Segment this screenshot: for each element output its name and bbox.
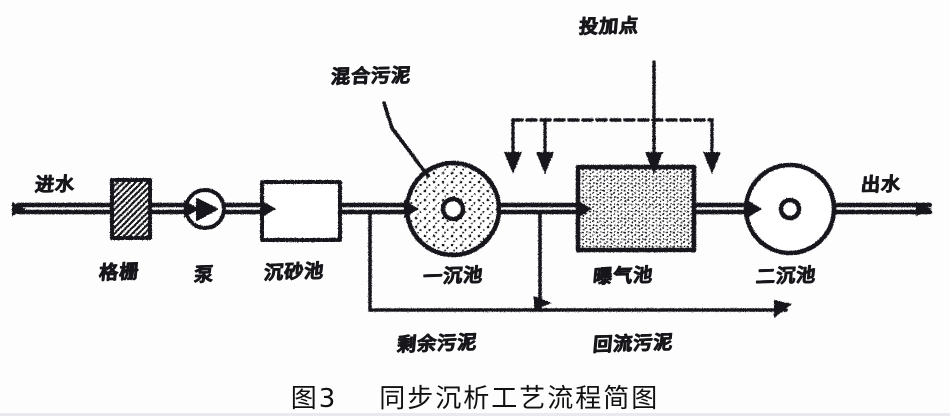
- excess-sludge-line: [368, 211, 542, 312]
- flow-arrow-pump-in: [184, 200, 199, 218]
- label-screen: 格栅: [98, 260, 141, 285]
- label-mixed-sludge: 混合污泥: [330, 64, 413, 89]
- label-return-sludge: 回流污泥: [592, 331, 675, 357]
- grit-to-primary-pipe: [337, 202, 408, 215]
- aeration-tank-unit: [575, 164, 697, 253]
- return-sludge-line: [538, 211, 788, 312]
- primary-to-aeration-pipe: [496, 202, 581, 215]
- flow-arrow-secondary-in: [747, 200, 762, 218]
- label-primary-clarifier: 一沉池: [422, 263, 485, 289]
- flow-arrow-grit-in: [261, 200, 276, 218]
- excess-sludge-arrow: [534, 296, 552, 310]
- label-pump: 泵: [193, 263, 216, 287]
- dosing-arrow-2: [536, 152, 554, 174]
- dosing-arrow-3: [645, 152, 663, 174]
- grit-chamber-unit: [260, 180, 342, 242]
- mixed-sludge-line: [382, 101, 430, 178]
- dosing-arrow-4: [703, 152, 721, 174]
- label-excess-sludge: 剩余污泥: [396, 331, 479, 357]
- dosing-arrow-1: [504, 152, 522, 174]
- label-dosing-point: 投加点: [578, 14, 641, 39]
- return-sludge-arrow: [774, 300, 792, 318]
- primary-clarifier-unit: [404, 160, 502, 258]
- dosing-manifold: [511, 60, 714, 158]
- secondary-clarifier-unit: [743, 162, 837, 256]
- flow-arrow-primary-in: [404, 200, 419, 218]
- figure-caption-text: 同步沉析工艺流程简图: [379, 384, 660, 414]
- figure-caption: 图3 同步沉析工艺流程简图: [0, 378, 950, 415]
- label-secondary-clarifier: 二沉池: [755, 263, 818, 289]
- label-effluent: 出水: [860, 173, 903, 197]
- effluent-pipe: [831, 202, 933, 215]
- figure-number: 图3: [290, 384, 338, 414]
- influent-arrow: [12, 202, 26, 216]
- page-bottom-rule: [0, 413, 950, 416]
- label-influent: 进水: [34, 173, 77, 197]
- pump-to-grit-pipe: [222, 202, 265, 215]
- aeration-to-secondary-pipe: [691, 202, 751, 215]
- effluent-arrow: [916, 202, 932, 216]
- label-aeration-tank: 曝气池: [592, 263, 655, 289]
- label-grit-chamber: 沉砂池: [263, 259, 326, 285]
- influent-pipe: [15, 202, 115, 215]
- screen-to-pump-pipe: [147, 202, 188, 215]
- flow-arrow-aeration-in: [577, 200, 592, 218]
- bar-screen-unit: [110, 178, 152, 240]
